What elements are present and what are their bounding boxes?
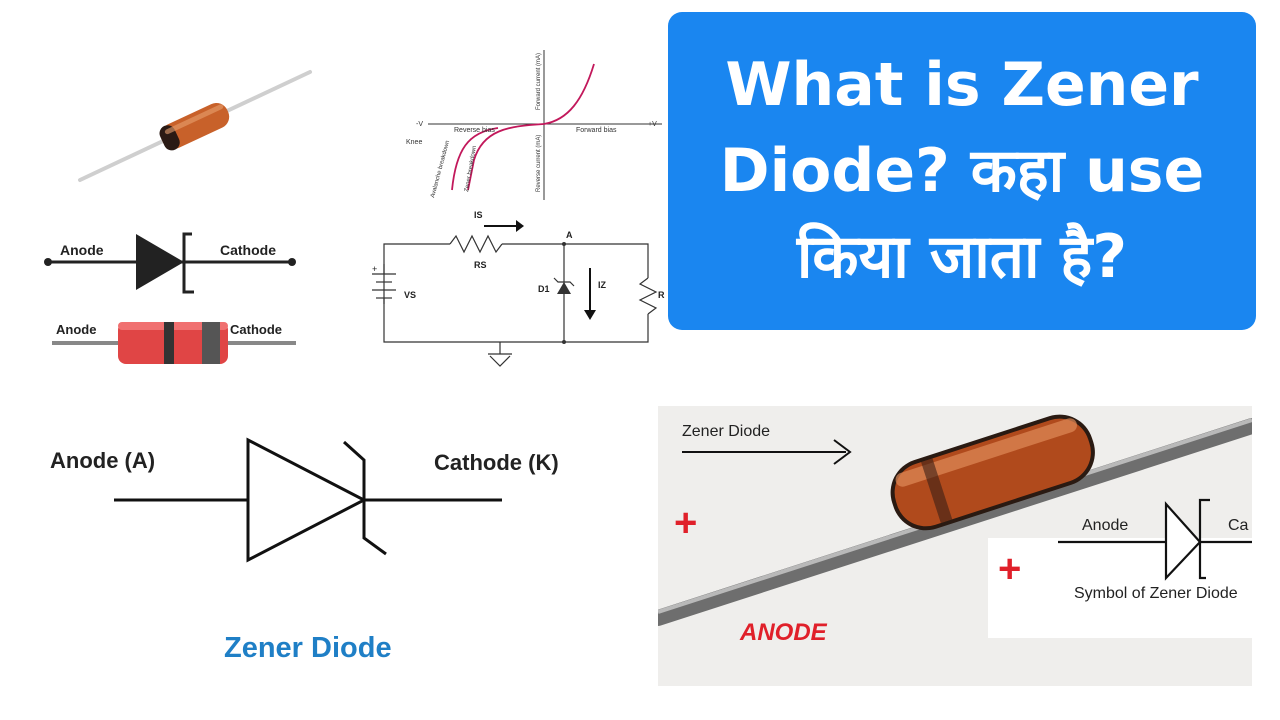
title-banner: What is Zener Diode? कहा use किया जाता ह… — [668, 12, 1256, 330]
vs-label: VS — [404, 290, 416, 300]
photo-anode-label: ANODE — [739, 619, 828, 646]
title-text: What is Zener Diode? कहा use किया जाता ह… — [668, 12, 1256, 330]
photo-symbol-anode: Anode — [1082, 517, 1128, 534]
pos-v-label: +V — [648, 121, 657, 128]
photo-plus-left: + — [674, 501, 697, 545]
zener-breakdown-label: Zener breakdown — [464, 145, 478, 192]
rs-label: RS — [474, 260, 487, 270]
title-line-1: What is Zener — [725, 50, 1199, 120]
anode-label-large: Anode (A) — [50, 448, 156, 473]
cathode-label-small: Cathode — [220, 242, 276, 258]
photo-zener-label: Zener Diode — [682, 423, 770, 440]
battery-plus-label: + — [372, 264, 377, 274]
anode-label-small: Anode — [60, 242, 104, 258]
cathode-label-large: Cathode (K) — [434, 450, 559, 475]
title-line-2: Diode? कहा use — [719, 136, 1205, 206]
photo-plus-right: + — [998, 547, 1021, 591]
photo-symbol-cathode: Ca — [1228, 517, 1249, 534]
rl-label: R — [658, 290, 665, 300]
d1-label: D1 — [538, 284, 550, 294]
is-label: IS — [474, 210, 483, 220]
zener-circuit-diagram: IS RS A D1 IZ VS R + — [372, 210, 665, 367]
anode-label-body: Anode — [56, 322, 97, 337]
forward-current-label: Forward current (mA) — [536, 53, 542, 110]
avalanche-label: Avalanche breakdown — [430, 140, 451, 198]
reverse-current-label: Reverse current (mA) — [536, 135, 542, 192]
zener-symbol-large: Anode (A) Cathode (K) Zener Diode — [40, 430, 620, 680]
zener-symbol-small: Anode Cathode — [44, 230, 304, 294]
zener-diode-photo-large: Zener Diode + + ANODE Anode Ca Symbol of… — [658, 406, 1252, 686]
cathode-label-body: Cathode — [230, 322, 282, 337]
vi-characteristic-graph: -V +V Reverse bias Forward bias Knee For… — [406, 50, 662, 200]
zener-diode-caption: Zener Diode — [224, 632, 392, 664]
title-line-3: किया जाता है? — [796, 222, 1128, 292]
diode-body-small: Anode Cathode — [52, 318, 302, 368]
iz-label: IZ — [598, 280, 607, 290]
reverse-bias-label: Reverse bias — [454, 127, 495, 134]
knee-label: Knee — [406, 139, 422, 146]
zener-diode-photo-small — [78, 70, 312, 182]
photo-symbol-caption: Symbol of Zener Diode — [1074, 585, 1238, 602]
forward-bias-label: Forward bias — [576, 127, 617, 134]
node-a-label: A — [566, 230, 573, 240]
neg-v-label: -V — [416, 121, 423, 128]
